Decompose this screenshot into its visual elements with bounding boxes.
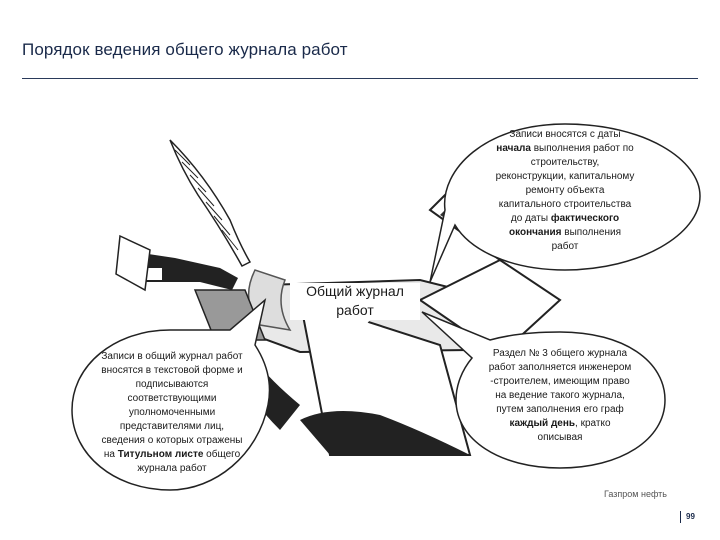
bubble-right-line: на ведение такого журнала,	[470, 389, 650, 403]
bubble-left-line: уполномоченными	[82, 406, 262, 420]
bubble-top-text: Записи вносятся с даты начала выполнения…	[470, 128, 660, 254]
bubble-left-text: Записи в общий журнал работ вносятся в т…	[82, 350, 262, 476]
text: до даты	[511, 213, 551, 224]
bubble-right-line: -строителем, имеющим право	[470, 375, 650, 389]
bubble-left-line: Записи в общий журнал работ	[82, 350, 262, 364]
bubble-top-line: начала выполнения работ по	[470, 142, 660, 156]
bubble-top-line: строительству,	[470, 156, 660, 170]
bubble-top-line: ремонту объекта	[470, 184, 660, 198]
bubble-top-line: Записи вносятся с даты	[470, 128, 660, 142]
text: выполнения работ по	[531, 143, 634, 154]
bold-text: каждый день	[509, 418, 575, 429]
bold-text: окончания	[509, 227, 562, 238]
bold-text: Титульном листе	[118, 449, 204, 460]
journal-label-line1: Общий журнал	[290, 282, 420, 301]
bubble-left-line: журнала работ	[82, 462, 262, 476]
bubble-right-line: путем заполнения его граф	[470, 403, 650, 417]
bubble-left-line: на Титульном листе общего	[82, 448, 262, 462]
journal-label: Общий журнал работ	[290, 282, 420, 320]
text: , кратко	[575, 418, 610, 429]
page-number: 99	[686, 512, 695, 521]
bubble-top-line: реконструкции, капитальному	[470, 170, 660, 184]
bubble-top-line: до даты фактического	[470, 212, 660, 226]
bold-text: фактического	[551, 213, 619, 224]
quill-hand-icon	[116, 140, 250, 290]
bubble-right-line: каждый день, кратко	[470, 417, 650, 431]
bubble-right-line: описывая	[470, 431, 650, 445]
bubble-left-line: сведения о которых отражены	[82, 434, 262, 448]
bubble-right-line: Раздел № 3 общего журнала	[470, 347, 650, 361]
bubble-top-line: работ	[470, 240, 660, 254]
text: выполнения	[562, 227, 621, 238]
bubble-left-line: соответствующими	[82, 392, 262, 406]
text: на	[104, 449, 118, 460]
bubble-top-line: окончания выполнения	[470, 226, 660, 240]
bubble-right-line: работ заполняется инженером	[470, 361, 650, 375]
bold-text: начала	[496, 143, 531, 154]
text: общего	[203, 449, 240, 460]
bubble-right-text: Раздел № 3 общего журнала работ заполняе…	[470, 347, 650, 445]
journal-label-line2: работ	[290, 301, 420, 320]
bubble-left-line: подписываются	[82, 378, 262, 392]
bubble-left-line: вносятся в текстовой форме и	[82, 364, 262, 378]
bubble-left-line: представителями лиц,	[82, 420, 262, 434]
brand-label: Газпром нефть	[604, 489, 667, 499]
bubble-top-line: капитального строительства	[470, 198, 660, 212]
footer-divider	[680, 511, 681, 523]
